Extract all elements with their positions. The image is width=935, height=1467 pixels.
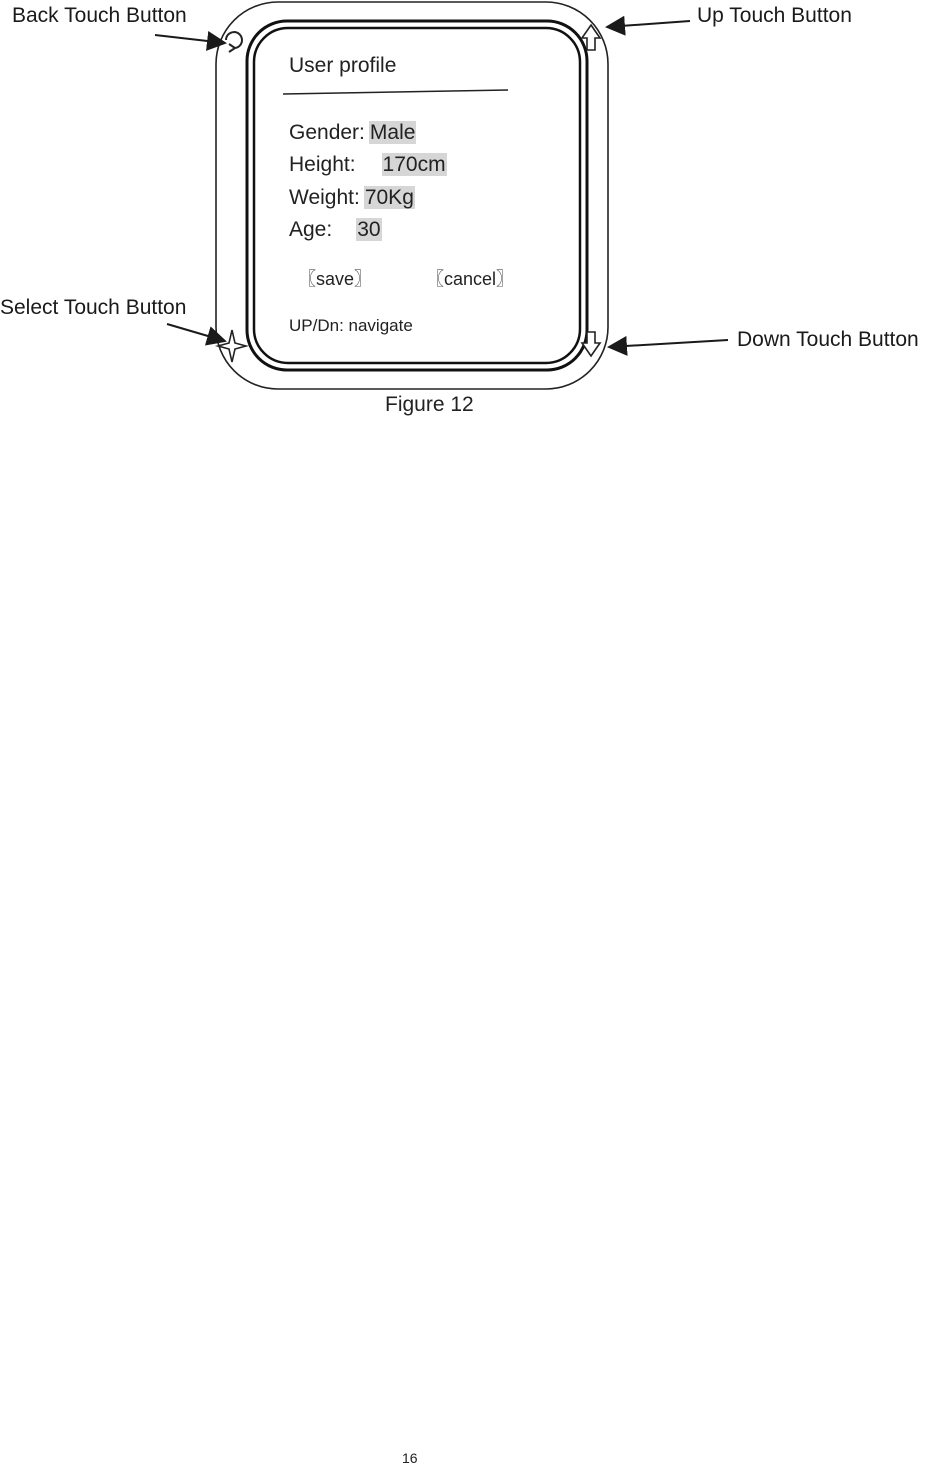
height-label: Height: [289,153,356,176]
age-value[interactable]: 30 [356,218,382,241]
screen-bezel [245,19,589,372]
title-divider [282,89,509,95]
back-callout-arrow [154,31,227,51]
figure-caption: Figure 12 [385,393,474,416]
age-row[interactable]: Age: 30 [289,216,382,244]
cancel-button[interactable]: 〖cancel〗 [426,269,515,289]
height-row[interactable]: Height: 170cm [289,151,447,179]
weight-label: Weight: [289,186,360,209]
weight-value[interactable]: 70Kg [363,186,415,209]
up-callout-arrow [605,15,691,36]
down-callout-arrow [607,335,729,356]
save-button[interactable]: 〖save〗 [298,269,373,289]
up-touch-button-label: Up Touch Button [697,4,852,27]
back-touch-button-label: Back Touch Button [12,4,187,27]
screen-bezel-inner [252,26,582,365]
page-number: 16 [402,1450,418,1466]
four-point-star-icon[interactable] [214,329,250,363]
watch-body [215,1,609,390]
screen-title: User profile [289,54,397,77]
gender-row[interactable]: Gender:Male [289,119,417,147]
gender-value[interactable]: Male [368,121,417,144]
down-touch-button-label: Down Touch Button [737,328,919,351]
down-arrow-icon[interactable] [580,331,602,358]
watch-diagram [154,1,729,390]
gender-label: Gender: [289,121,365,144]
navigation-hint: UP/Dn: navigate [289,316,413,335]
back-arrow-icon[interactable] [225,31,243,53]
up-arrow-icon[interactable] [580,23,602,51]
age-label: Age: [289,218,333,241]
watch-screen: User profile Gender:Male Height: 170cm We… [262,40,562,360]
select-touch-button-label: Select Touch Button [0,296,187,319]
height-value[interactable]: 170cm [381,153,447,176]
select-callout-arrow [166,323,227,346]
weight-row[interactable]: Weight:70Kg [289,184,415,212]
